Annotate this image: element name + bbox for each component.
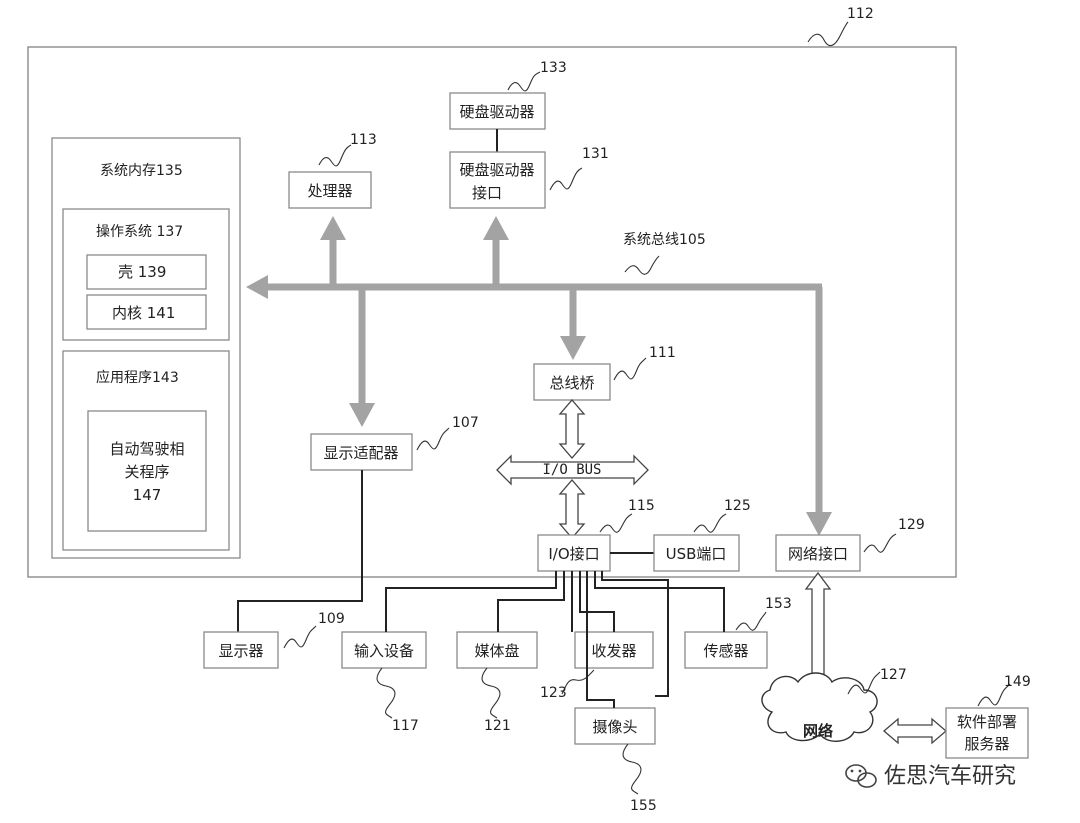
software-server-label-line1: 软件部署 [957,713,1017,731]
ref-113: 113 [350,132,377,148]
ref-155: 155 [630,798,657,814]
io-input-device-link [385,571,557,632]
sensor-label: 传感器 [703,642,748,660]
display-adapter-label: 显示适配器 [323,444,398,462]
network-server-double-arrow [883,717,947,745]
network-label: 网络 [803,722,833,740]
media-disk-label: 媒体盘 [474,642,519,660]
ref-133: 133 [540,60,567,76]
ref-127: 127 [880,667,907,683]
usb-port-label: USB端口 [666,545,727,563]
network-interface-box [775,534,861,572]
ref-107: 107 [452,415,479,431]
io-sensor-link-2 [601,571,669,697]
display-label: 显示器 [218,642,263,660]
bus-bridge-box [533,363,611,401]
autodrive-label-line2: 关程序 [124,463,169,481]
autodrive-label-line3: 147 [133,486,162,504]
bridge-io-double-arrow [558,399,586,459]
ref-121: 121 [484,718,511,734]
ref-153: 153 [765,596,792,612]
ref-129: 129 [898,517,925,533]
io-sensor-link [594,571,725,632]
shell-box [86,254,207,290]
input-device-box [341,631,427,669]
input-device-label: 输入设备 [354,642,414,660]
hdd-label: 硬盘驱动器 [459,103,534,121]
bus-arrow-network [806,512,832,536]
ref-115: 115 [628,498,655,514]
processor-label: 处理器 [307,182,352,200]
computer-boundary [27,46,957,578]
os-label: 操作系统 137 [96,224,183,240]
wechat-icon [845,764,877,788]
watermark-text: 佐思汽车研究 [884,764,1016,789]
hdd-box [449,92,546,130]
ref-131: 131 [582,146,609,162]
bus-arrow-bridge [560,336,586,360]
sensor-box [684,631,768,669]
hdd-interface-box [449,151,546,209]
io-interface-label: I/O接口 [548,545,599,563]
io-bus-arrow [496,454,649,486]
software-server-box [945,707,1029,759]
display-box [203,631,279,669]
bus-bridge-label: 总线桥 [549,374,594,392]
bus-arrow-display-adapter [349,403,375,427]
processor-box [288,171,372,209]
io-interface-box [537,534,611,572]
software-server-label-line2: 服务器 [964,735,1009,753]
bus-arrow-processor [320,216,346,240]
bus-arrow-to-memory [246,275,268,299]
display-adapter-display-link [237,470,363,632]
system-memory-label: 系统内存135 [100,163,183,179]
ref-117: 117 [392,718,419,734]
apps-label: 应用程序143 [96,369,179,386]
ref-125: 125 [724,498,751,514]
hdd-interface-label-line1: 硬盘驱动器 [459,161,534,179]
autodrive-box [87,410,207,532]
media-disk-box [456,631,538,669]
io-camera-link [579,571,615,632]
hdd-interface-label-line2: 接口 [472,184,502,202]
io-camera-link-2 [586,571,615,708]
system-bus-label: 系统总线105 [623,232,706,248]
ref-123: 123 [540,685,567,701]
network-interface-label: 网络接口 [788,545,848,563]
network-cloud [761,672,878,742]
ref-111: 111 [649,345,676,361]
shell-label: 壳 139 [118,263,166,281]
io-media-disk-link [497,571,565,632]
ref-149: 149 [1004,674,1031,690]
ref-109: 109 [318,611,345,627]
ref-112: 112 [847,6,874,22]
bus-arrow-hdd [483,216,509,240]
kernel-box [86,294,207,330]
kernel-label: 内核 141 [112,304,175,322]
io-bus-label: I/O BUS [542,462,601,478]
autodrive-label-line1: 自动驾驶相 [109,440,184,458]
transceiver-label: 收发器 [591,642,636,660]
display-adapter-box [310,433,413,471]
iobus-ioiface-double-arrow [558,479,586,539]
usb-port-box [653,534,740,572]
camera-label: 摄像头 [592,718,637,736]
